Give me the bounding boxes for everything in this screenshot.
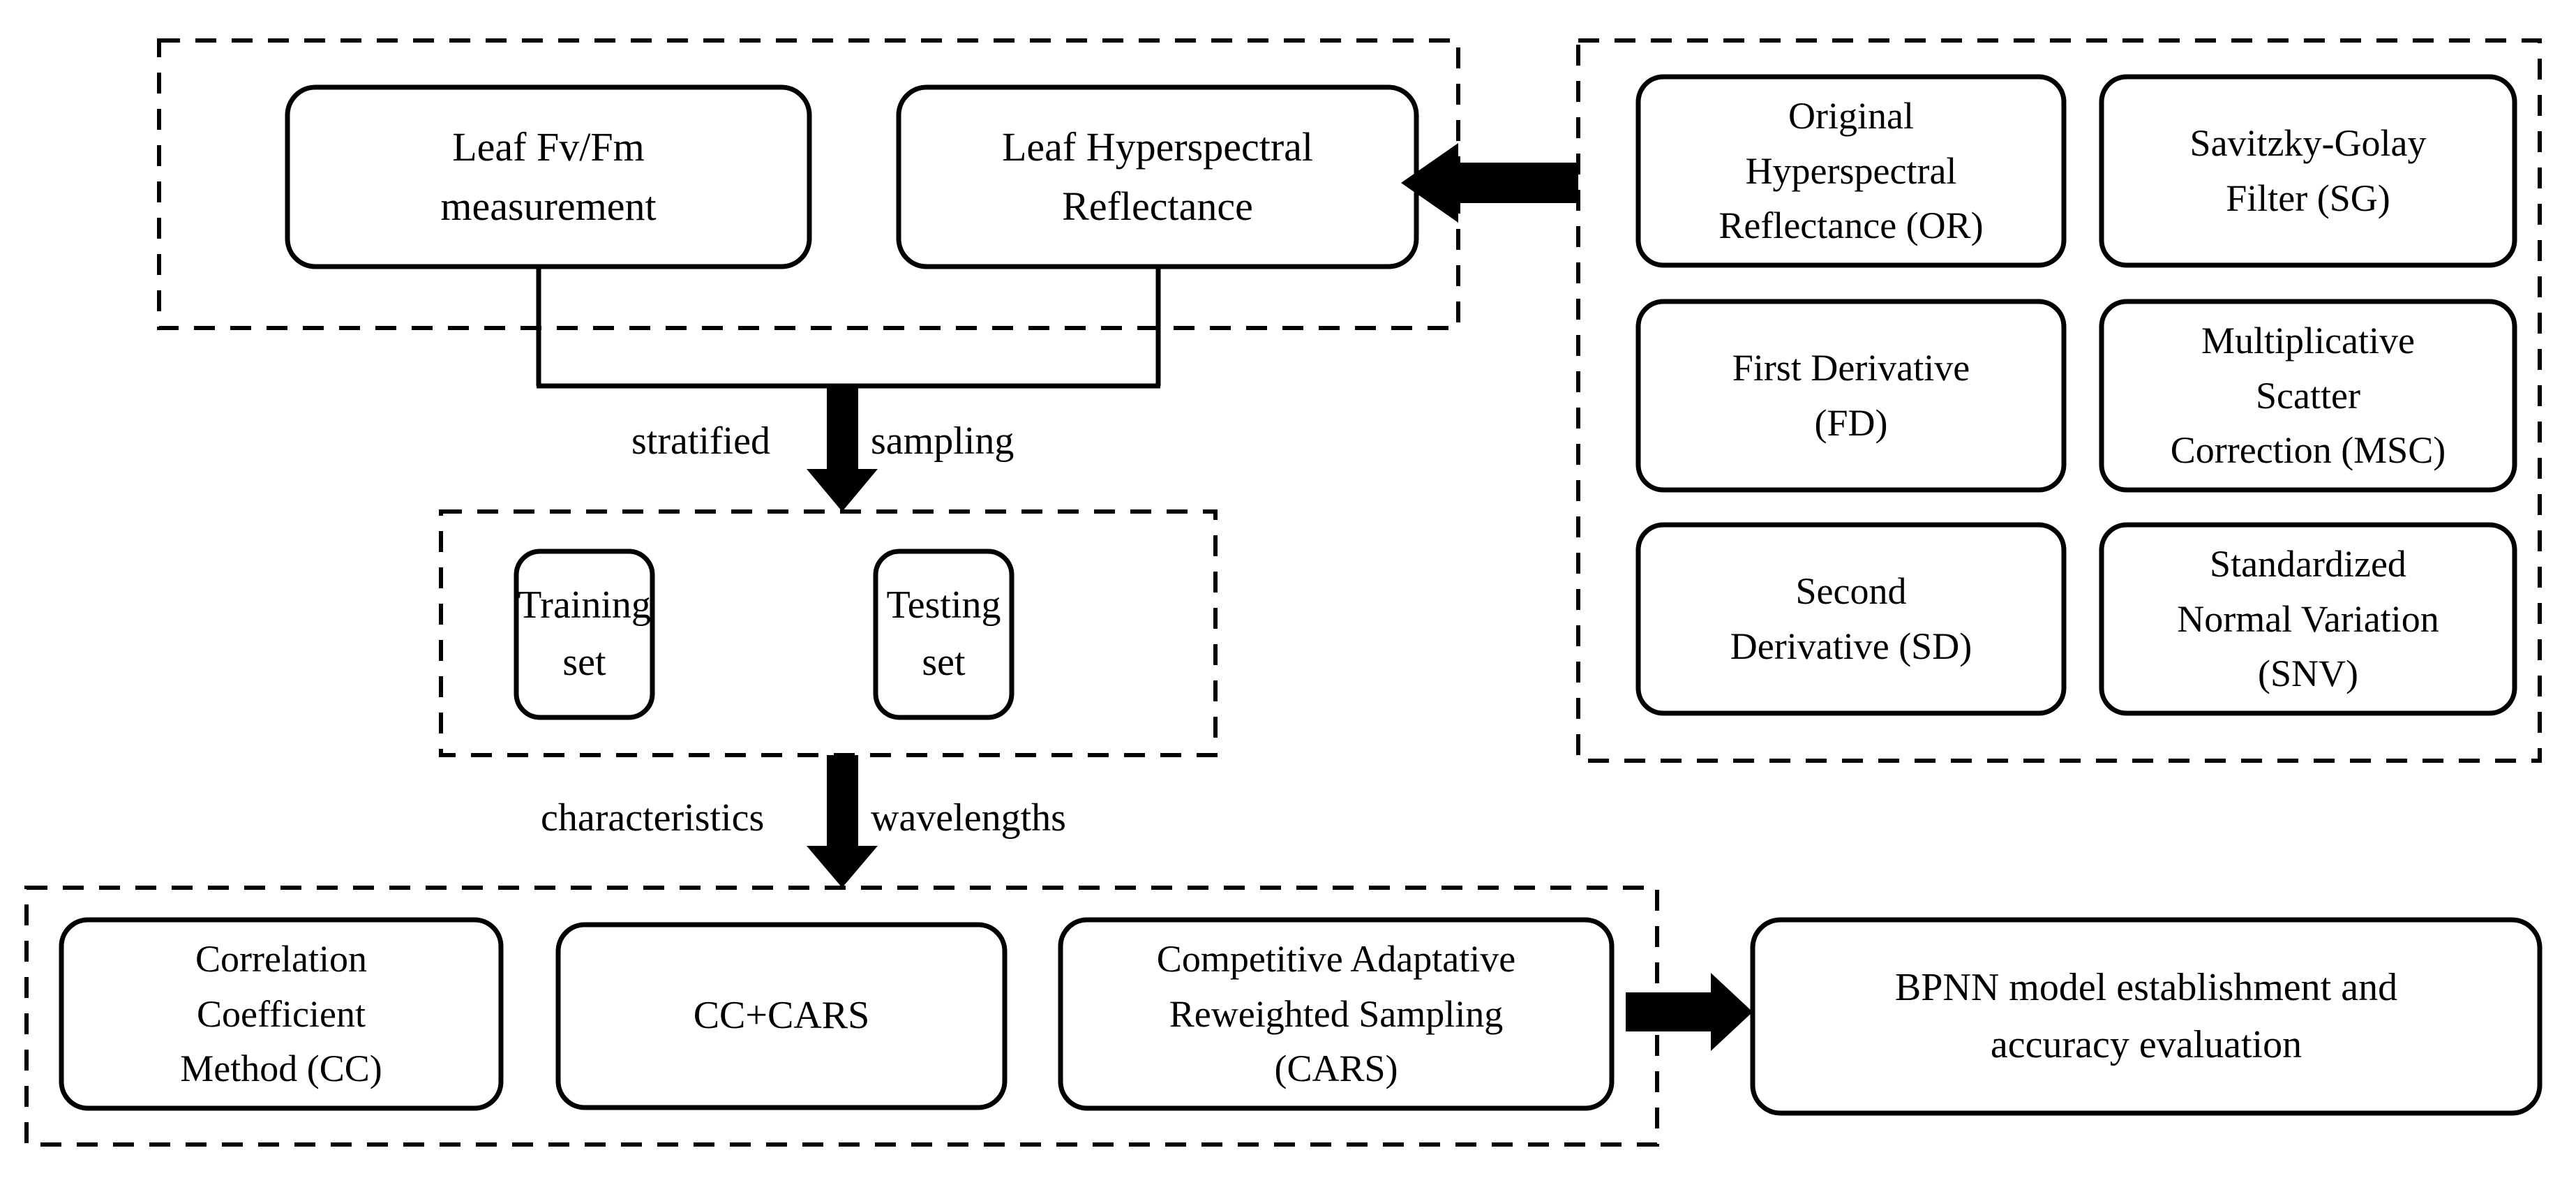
preprocessing-group-border <box>1576 38 2542 763</box>
node-reflectance-box[interactable] <box>896 84 1419 269</box>
edge-preprocess-arrow <box>1401 143 1578 223</box>
node-cc-box[interactable] <box>59 917 504 1111</box>
edge-features-arrow <box>807 755 878 888</box>
node-bpnn-box[interactable] <box>1750 917 2543 1116</box>
node-cars-box[interactable] <box>1058 917 1615 1111</box>
node-or-box[interactable] <box>1635 74 2067 268</box>
node-sd-box[interactable] <box>1635 522 2067 716</box>
node-fd-box[interactable] <box>1635 299 2067 493</box>
edge-features-label-left: characteristics <box>541 796 765 840</box>
edge-model-arrow <box>1626 973 1753 1051</box>
node-training-box[interactable] <box>514 549 655 720</box>
edge-split-label-left: stratified <box>631 419 771 463</box>
node-testing-box[interactable] <box>873 549 1014 720</box>
edge-split-label-right: sampling <box>871 419 1014 463</box>
node-sg-box[interactable] <box>2099 74 2517 268</box>
node-snv-box[interactable] <box>2099 522 2517 716</box>
acquisition-group-border <box>157 38 1460 330</box>
edge-features-label-right: wavelengths <box>871 796 1066 840</box>
node-msc-box[interactable] <box>2099 299 2517 493</box>
node-cccars-box[interactable] <box>555 922 1008 1110</box>
edge-split-arrow <box>807 384 878 512</box>
node-fvfm-box[interactable] <box>285 84 812 269</box>
